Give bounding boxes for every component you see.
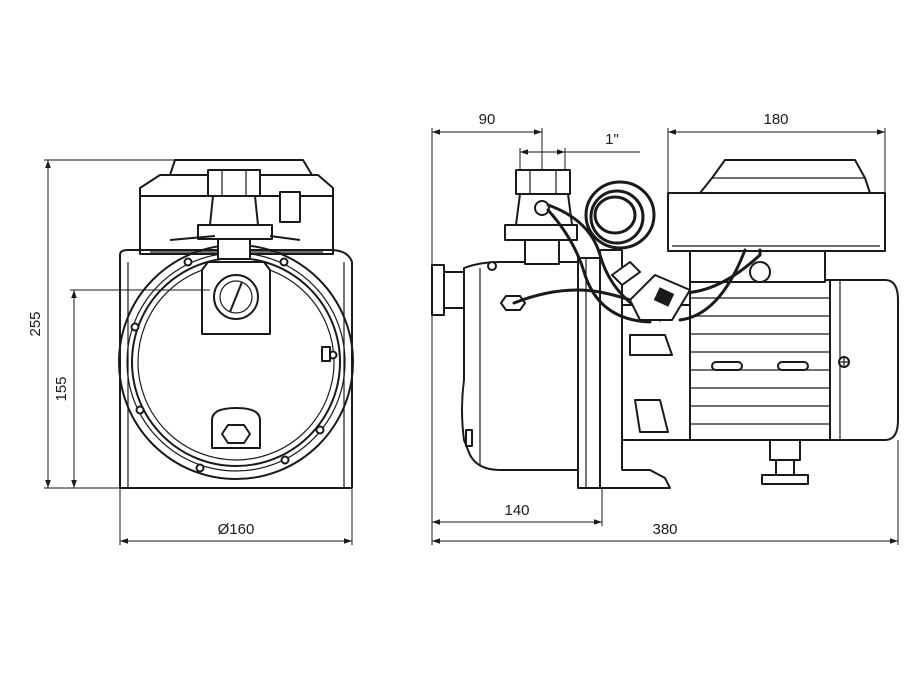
discharge-nut-side	[515, 169, 571, 195]
flange-bolts	[130, 257, 338, 473]
inlet-offset-label: 90	[479, 111, 496, 128]
terminal-box-base	[689, 249, 826, 283]
power-cable-coil	[584, 180, 656, 250]
motor-foot	[761, 474, 809, 485]
base-length-label: 140	[504, 502, 529, 519]
front-view-dimensions: 255 155 Ø160	[27, 159, 353, 545]
pressure-switch-port	[534, 200, 550, 216]
front-view	[118, 159, 354, 489]
inlet-flange	[431, 264, 445, 316]
side-view-dimensions: 90 1" 180 140 380	[431, 111, 899, 545]
total-height-label: 255	[27, 311, 44, 336]
wire-1	[546, 203, 662, 322]
diameter-label: Ø160	[218, 521, 255, 538]
terminal-box-length-label: 180	[763, 111, 788, 128]
shaft-height-label: 155	[53, 376, 70, 401]
motor-end-cap	[829, 279, 899, 441]
terminal-box-side	[667, 192, 886, 252]
thread-size-label: 1"	[605, 131, 619, 148]
pump-foot	[600, 469, 671, 489]
motor-body	[689, 279, 831, 441]
pump-body	[461, 261, 579, 471]
total-length-label: 380	[652, 521, 677, 538]
side-view	[431, 159, 899, 489]
discharge-port-nut	[207, 169, 261, 197]
terminal-box-lid	[699, 159, 871, 194]
